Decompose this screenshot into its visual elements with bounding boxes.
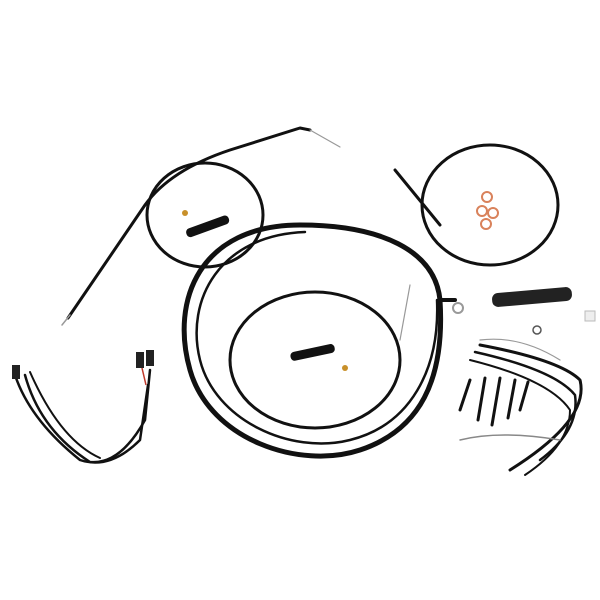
red-wire [141, 367, 147, 386]
right-wire-bundle [458, 338, 583, 476]
connector [136, 352, 144, 368]
brass-fitting [342, 365, 348, 371]
brass-fitting [182, 210, 188, 216]
rubber-boot [492, 287, 572, 307]
connector [146, 350, 154, 366]
banjo-eye [452, 302, 464, 314]
upper-right-brake-line [393, 143, 560, 267]
shrink-tube-upper [186, 215, 230, 238]
white-plug [584, 310, 596, 322]
shrink-tube-center [290, 344, 335, 361]
o-ring [532, 325, 542, 335]
connector [12, 365, 20, 379]
center-cable-loops [181, 222, 457, 459]
copper-washers [476, 191, 499, 230]
left-wiring-harness [13, 368, 152, 464]
